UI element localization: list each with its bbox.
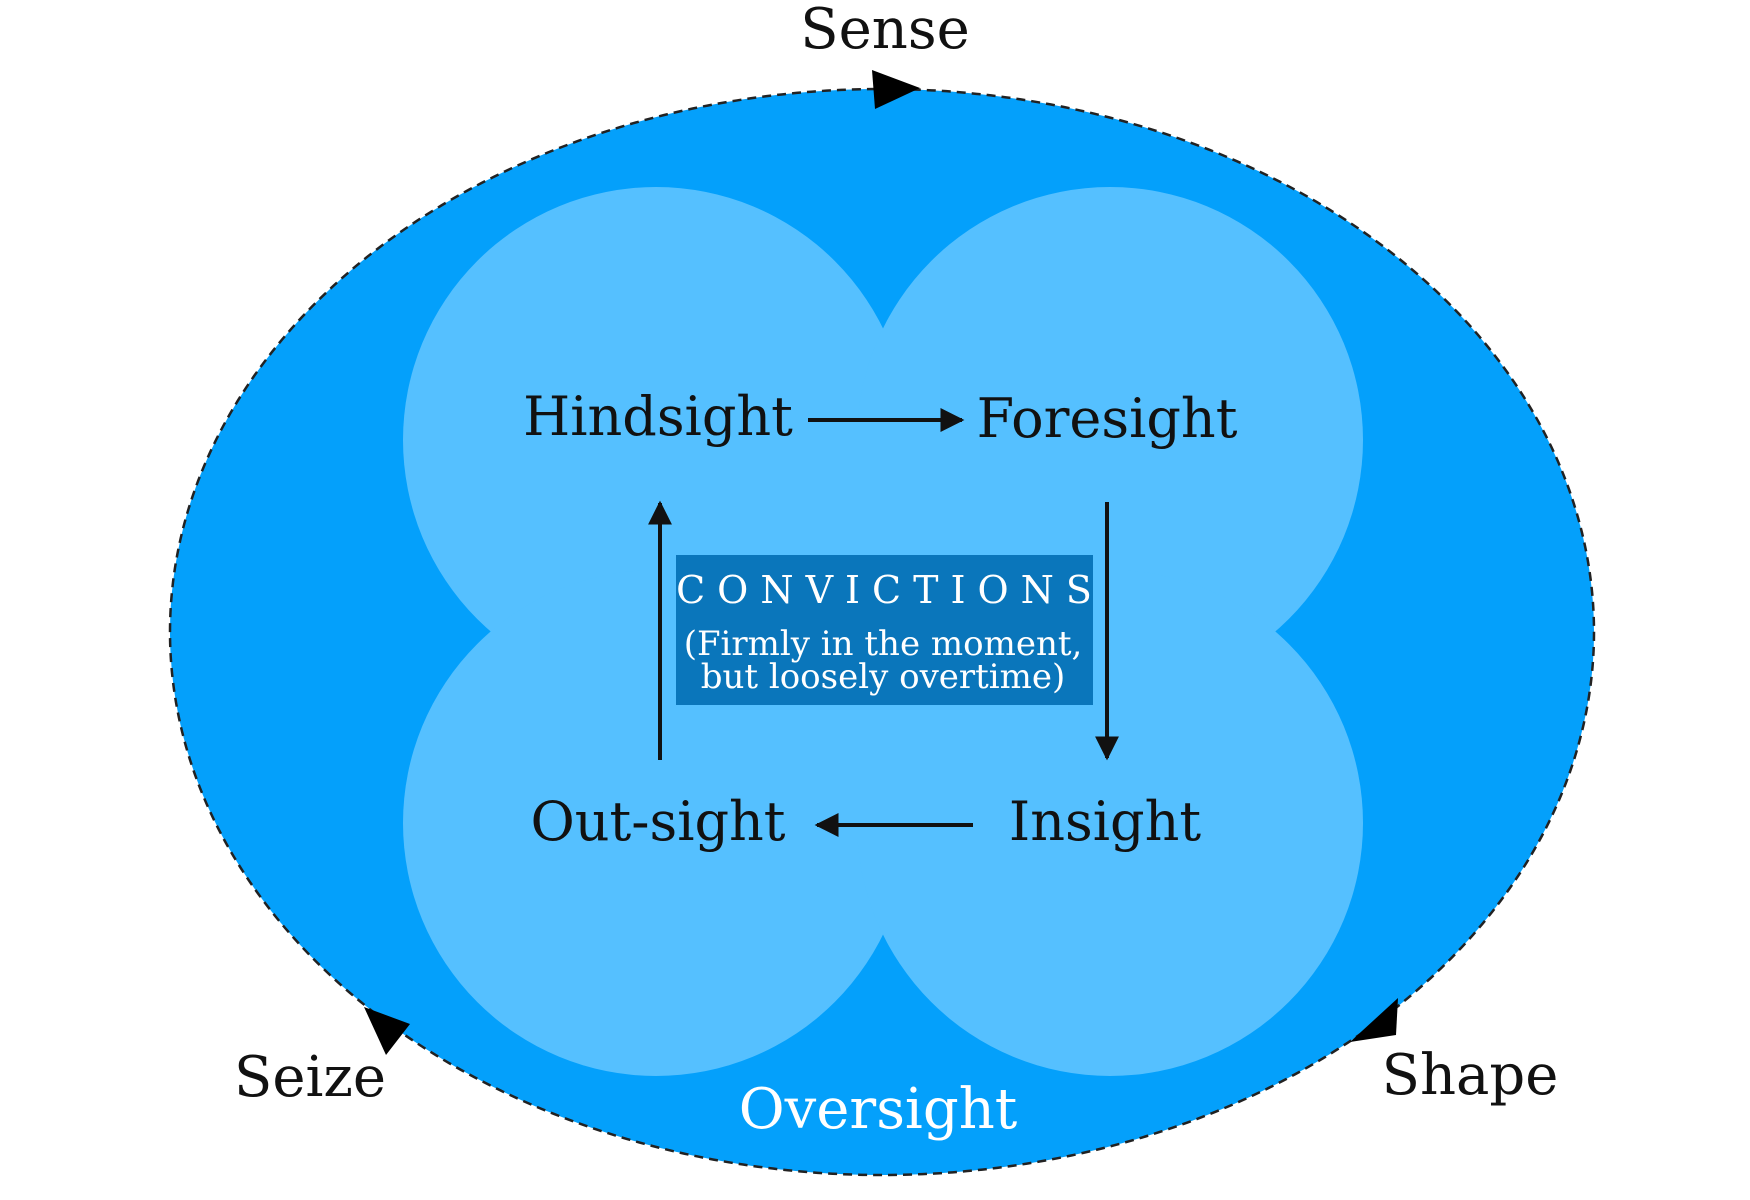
- label-sense: Sense: [800, 0, 969, 62]
- label-oversight: Oversight: [739, 1077, 1018, 1142]
- label-shape: Shape: [1382, 1043, 1559, 1108]
- node-foresight: Foresight: [977, 387, 1238, 450]
- cycle-arrow-left-icon: [364, 1007, 410, 1055]
- convictions-box: CONVICTIONS (Firmly in the moment, but l…: [676, 555, 1104, 705]
- node-out-sight: Out-sight: [530, 790, 785, 853]
- convictions-box-background: [676, 555, 1093, 705]
- label-seize: Seize: [234, 1045, 386, 1110]
- node-insight: Insight: [1009, 790, 1201, 853]
- node-hindsight: Hindsight: [523, 385, 793, 448]
- cycle-arrow-top-icon: [872, 70, 920, 109]
- convictions-line-1: (Firmly in the moment,: [684, 624, 1083, 664]
- convictions-line-2: but loosely overtime): [701, 657, 1066, 697]
- cycle-arrow-right-icon: [1350, 998, 1398, 1042]
- convictions-title: CONVICTIONS: [676, 568, 1104, 612]
